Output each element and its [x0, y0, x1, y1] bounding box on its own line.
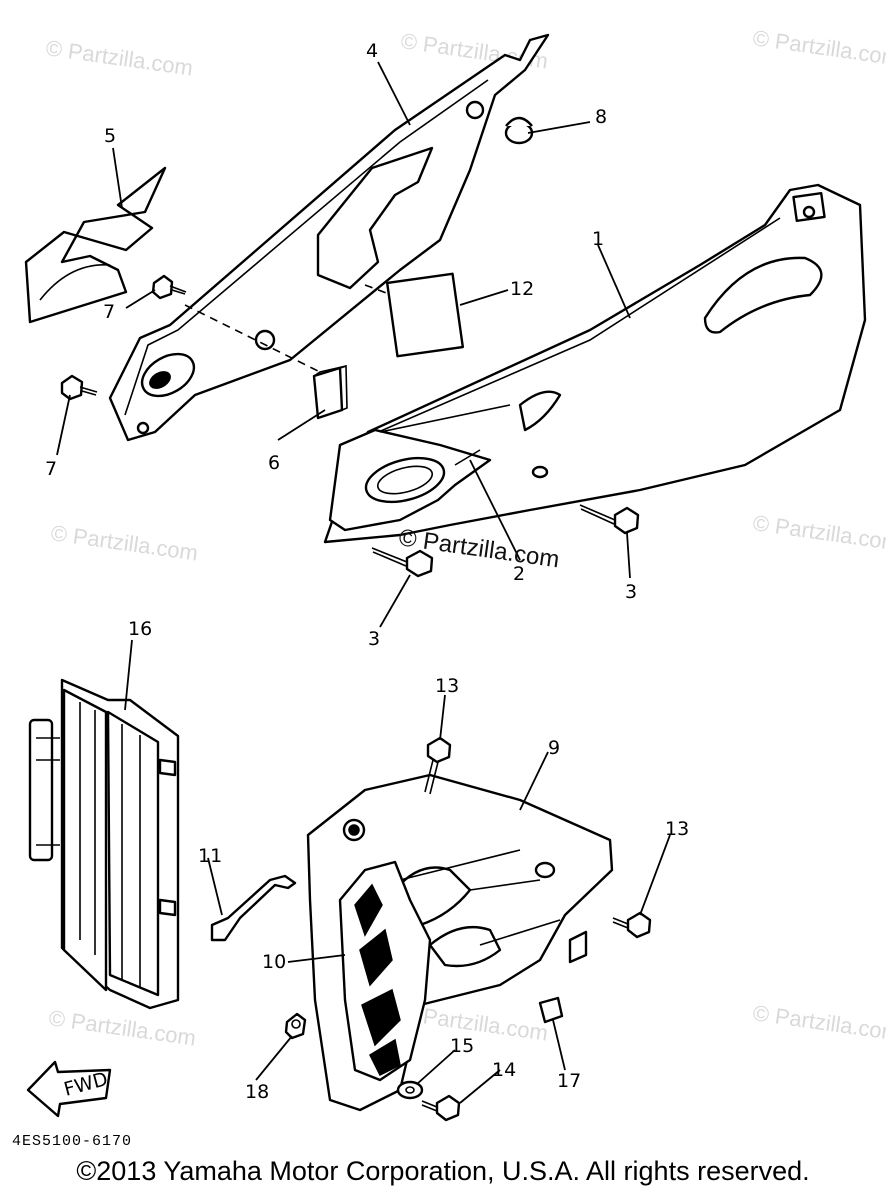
callout-6: 6 [268, 452, 280, 474]
part-3-bolt-right [579, 504, 640, 535]
part-7-bolt-lower [60, 374, 98, 401]
watermark-mid-left: © Partzilla.com [49, 520, 199, 565]
part-11-bracket [210, 874, 297, 942]
watermark-top-left: © Partzilla.com [44, 35, 194, 80]
callouts: 4 5 8 1 12 7 7 6 2 3 3 16 13 9 13 11 10 … [45, 40, 689, 1103]
part-14-bolt [421, 1094, 461, 1122]
callout-14: 14 [492, 1059, 516, 1081]
part-17-nut [538, 996, 564, 1024]
part-5-graphic [24, 166, 167, 324]
callout-10: 10 [262, 951, 286, 973]
part-2-graphic [328, 404, 511, 532]
callout-5: 5 [104, 125, 116, 147]
callout-18: 18 [245, 1081, 269, 1103]
callout-3-right: 3 [625, 581, 637, 603]
callout-3-left: 3 [368, 628, 380, 650]
part-16-radiator-guard [28, 678, 180, 1010]
watermark-mid-right: © Partzilla.com [751, 510, 886, 555]
callout-4: 4 [366, 40, 378, 62]
callout-13-right: 13 [665, 818, 689, 840]
part-18-collar [284, 1012, 307, 1040]
assembly-line-6 [184, 304, 321, 373]
callout-2: 2 [513, 563, 525, 585]
part-8-cap [504, 116, 534, 145]
watermark-bottom-left: © Partzilla.com [47, 1005, 197, 1050]
copyright-notice: ©2013 Yamaha Motor Corporation, U.S.A. A… [76, 1156, 810, 1186]
callout-12: 12 [510, 278, 534, 300]
leader-lines [56, 61, 671, 1104]
part-7-bolt-upper [151, 274, 187, 300]
watermark-top-right: © Partzilla.com [751, 25, 886, 70]
part-6-damper [312, 364, 348, 420]
watermark-bottom-right: © Partzilla.com [751, 1000, 886, 1045]
part-13-bolt-right [612, 911, 652, 939]
part-4-side-cover [108, 33, 550, 442]
callout-13-top: 13 [435, 675, 459, 697]
part-15-washer [396, 1080, 424, 1100]
callout-1: 1 [592, 228, 604, 250]
part-12-label [385, 272, 465, 358]
callout-7-upper: 7 [103, 301, 115, 323]
callout-7-lower: 7 [45, 458, 57, 480]
part-3-bolt-left [371, 547, 434, 578]
diagram-code: 4ES5100-6170 [12, 1133, 133, 1150]
callout-8: 8 [595, 106, 607, 128]
callout-11: 11 [198, 845, 222, 867]
callout-17: 17 [557, 1070, 581, 1092]
callout-15: 15 [450, 1035, 474, 1057]
callout-9: 9 [548, 737, 560, 759]
fwd-arrow: FWD [26, 1060, 112, 1118]
callout-16: 16 [128, 618, 152, 640]
part-10-graphic [338, 860, 432, 1082]
